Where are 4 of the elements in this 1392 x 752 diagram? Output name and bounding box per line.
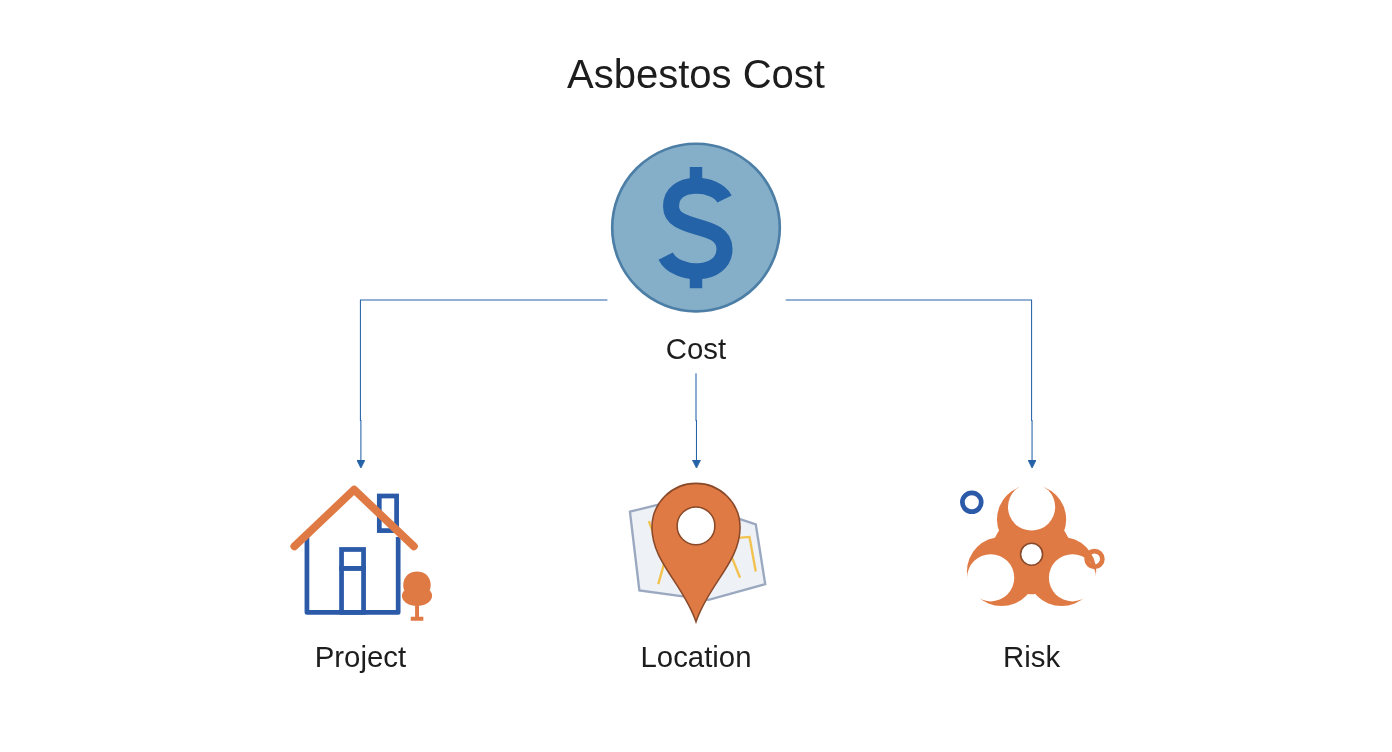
diagram-title: Asbestos Cost — [567, 52, 825, 96]
arrow — [785, 299, 1037, 469]
arrow — [691, 373, 702, 469]
arrow — [356, 299, 608, 469]
